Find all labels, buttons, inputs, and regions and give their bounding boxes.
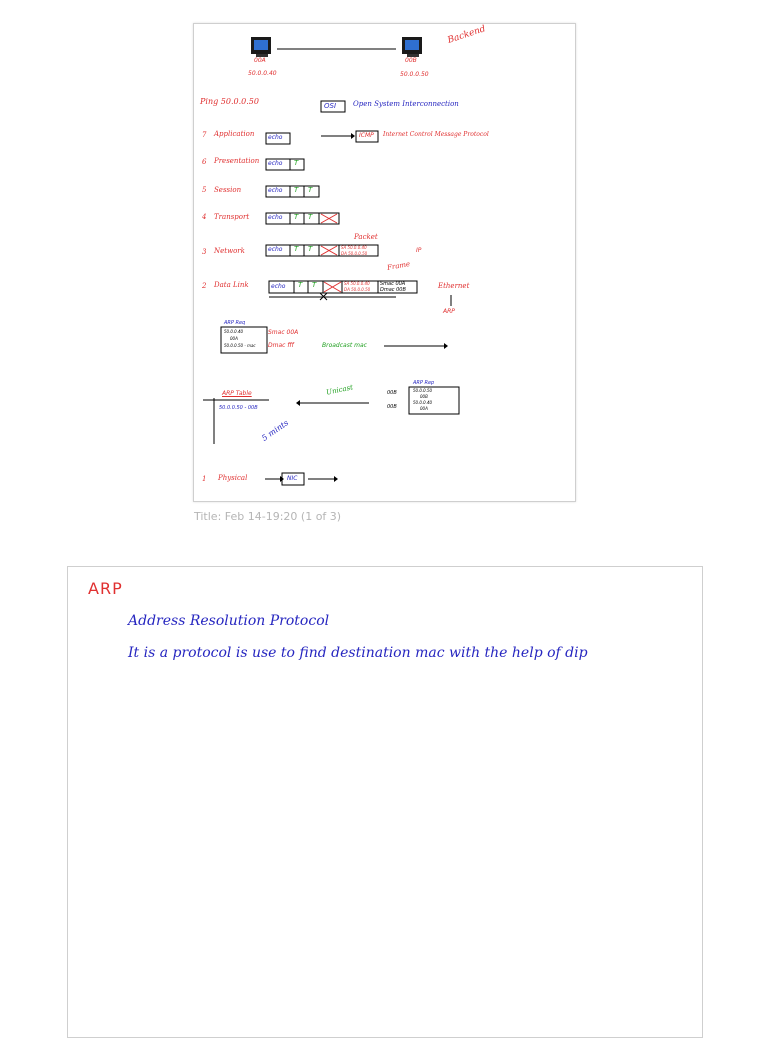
layer-4-name: Transport bbox=[214, 213, 250, 221]
arp-definition-line-1: Address Resolution Protocol bbox=[128, 613, 330, 629]
icmp-full-name: Internet Control Message Protocol bbox=[383, 131, 489, 138]
ip-label: IP bbox=[416, 247, 422, 254]
note-page-2: ARP Address Resolution Protocol It is a … bbox=[67, 566, 703, 1038]
datalink-smac: Smac 00A bbox=[380, 281, 406, 287]
t-transport-1: T bbox=[294, 213, 299, 221]
note-page-1-drawing bbox=[203, 37, 460, 486]
arp-req-box bbox=[220, 326, 268, 354]
osi-label: OSI bbox=[324, 102, 337, 110]
icmp-label: ICMP bbox=[359, 132, 374, 139]
arp-table-title: ARP Table bbox=[222, 390, 252, 397]
broadcast-label: Broadcast mac bbox=[322, 342, 367, 349]
echo-presentation: echo bbox=[268, 160, 283, 167]
ping-command: Ping 50.0.0.50 bbox=[200, 97, 259, 106]
arp-smac: Smac 00A bbox=[268, 329, 299, 336]
echo-session: echo bbox=[268, 187, 283, 194]
page-caption: Title: Feb 14-19:20 (1 of 3) bbox=[194, 510, 342, 523]
host-right-ip: 50.0.0.50 bbox=[400, 71, 429, 78]
layer-7-name: Application bbox=[214, 130, 255, 138]
arp-table-entry: 50.0.0.50 - 00B bbox=[219, 405, 258, 411]
host-right-name: 00B bbox=[405, 57, 417, 64]
layer-1-num: 1 bbox=[202, 475, 207, 483]
computer-icon-right bbox=[402, 37, 422, 57]
t-network-1: T bbox=[294, 245, 299, 253]
arp-rep-title: ARP Rep bbox=[413, 380, 435, 386]
datalink-sip: SA 50.0.0.40 bbox=[344, 281, 370, 286]
note-page-1: 00A 50.0.0.40 00B 50.0.0.50 Backend Ping… bbox=[193, 23, 576, 502]
t-datalink-2: T bbox=[312, 281, 317, 289]
echo-application: echo bbox=[268, 134, 283, 141]
host-left-ip: 50.0.0.40 bbox=[248, 70, 277, 77]
osi-full-name: Open System Interconnection bbox=[353, 100, 459, 108]
arp-req-line-2: 00A bbox=[230, 336, 238, 341]
t-session-2: T bbox=[308, 186, 313, 194]
arp-rep-box bbox=[408, 386, 460, 415]
layer-2-name: Data Link bbox=[214, 281, 249, 289]
t-transport-2: T bbox=[308, 213, 313, 221]
layer-3-num: 3 bbox=[202, 248, 207, 256]
host-left-name: 00A bbox=[254, 57, 266, 64]
arp-dmac: Dmac fff bbox=[268, 342, 294, 349]
t-presentation: T bbox=[294, 159, 299, 167]
arp-rep-label-2: 00B bbox=[387, 404, 397, 410]
arp-heading: ARP bbox=[88, 579, 123, 598]
layer-6-name: Presentation bbox=[214, 157, 260, 165]
arp-label: ARP bbox=[443, 308, 455, 315]
layer-7-num: 7 bbox=[202, 131, 207, 139]
osi-box bbox=[320, 100, 346, 113]
network-sip: SA 50.0.0.40 bbox=[341, 245, 367, 250]
layer-2-num: 2 bbox=[202, 282, 207, 290]
arp-definition-line-2: It is a protocol is use to find destinat… bbox=[128, 645, 588, 661]
t-network-2: T bbox=[308, 245, 313, 253]
nic-label: NIC bbox=[287, 475, 298, 482]
arp-rep-line-1: 50.0.0.50 bbox=[413, 388, 433, 393]
datalink-dmac: Dmac 00B bbox=[380, 287, 406, 293]
arp-req-line-3: 50.0.0.50 - mac bbox=[224, 343, 256, 348]
layer-5-name: Session bbox=[214, 186, 242, 194]
t-datalink-1: T bbox=[298, 281, 303, 289]
arp-rep-label-1: 00B bbox=[387, 390, 397, 396]
arp-rep-line-2: 00B bbox=[420, 394, 428, 399]
datalink-dip: DA 50.0.0.50 bbox=[344, 287, 371, 292]
arp-rep-line-4: 00A bbox=[420, 406, 428, 411]
arp-req-line-1: 50.0.0.40 bbox=[224, 329, 244, 334]
ethernet-label: Ethernet bbox=[438, 282, 470, 290]
layer-5-num: 5 bbox=[202, 186, 207, 194]
packet-label: Packet bbox=[354, 233, 378, 241]
layer-6-num: 6 bbox=[202, 158, 207, 166]
layer-1-name: Physical bbox=[218, 474, 248, 482]
echo-network: echo bbox=[268, 246, 283, 253]
layer-4-num: 4 bbox=[202, 213, 207, 221]
arp-rep-line-3: 50.0.0.40 bbox=[413, 400, 433, 405]
arp-req-title: ARP Req bbox=[224, 320, 246, 326]
echo-datalink: echo bbox=[271, 283, 286, 290]
layer-3-name: Network bbox=[214, 247, 245, 255]
computer-icon-left bbox=[251, 37, 271, 57]
echo-transport: echo bbox=[268, 214, 283, 221]
network-dip: DA 50.0.0.50 bbox=[341, 251, 368, 256]
t-session-1: T bbox=[294, 186, 299, 194]
